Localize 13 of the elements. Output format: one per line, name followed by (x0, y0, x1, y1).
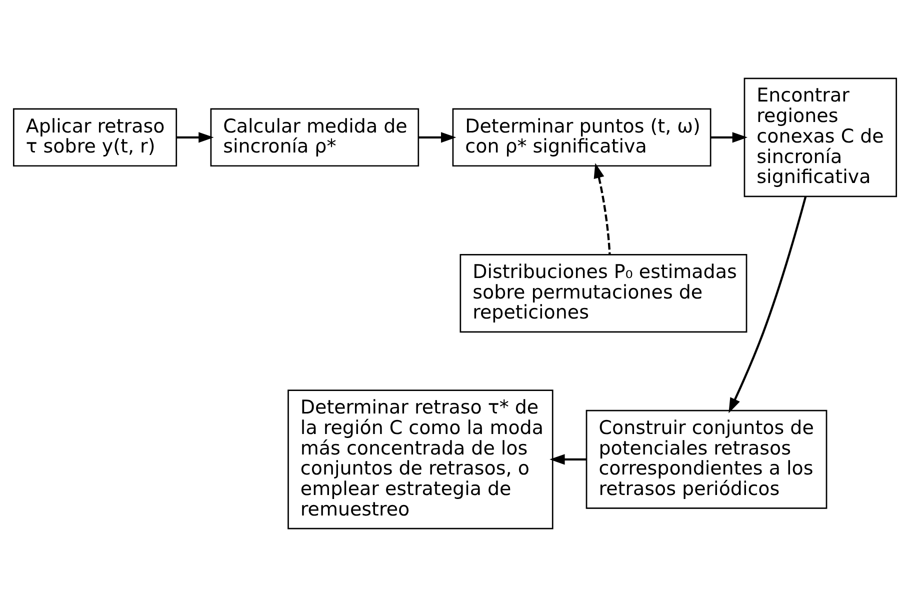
arrow (710, 132, 748, 142)
node-box: Determinar retraso τ* de la región C como la moda más concentrada de los conjuntos de retrasos, o emplear estrategia de remuestreo (288, 389, 554, 529)
node-box: Distribuciones P₀ estimadas sobre permutaciones de repeticiones (460, 254, 748, 332)
node-box: Construir conjuntos de potenciales retrasos correspondientes a los retrasos periódicos (586, 409, 828, 508)
arrow (594, 162, 611, 254)
node-box: Calcular medida de sincronía ρ* (210, 108, 420, 166)
arrow (550, 454, 586, 464)
node-box: Encontrar regiones conexas C de sincronía significativa (744, 77, 898, 197)
node-box: Determinar puntos (t, ω) con ρ* significativa (452, 108, 712, 166)
arrow (176, 132, 214, 142)
node-box: Aplicar retraso τ sobre y(t, r) (12, 108, 178, 166)
arrow (418, 132, 456, 142)
arrow (728, 196, 807, 413)
